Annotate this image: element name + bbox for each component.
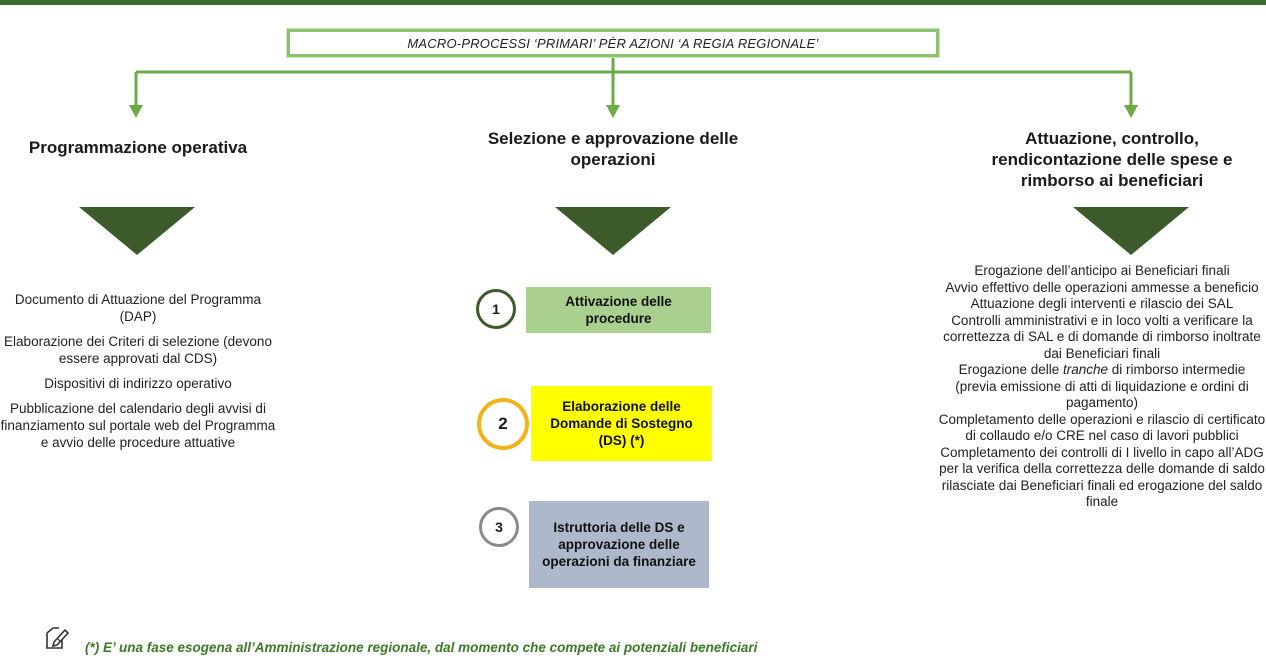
- step-2-number: 2: [477, 398, 529, 450]
- step-3-box: Istruttoria delle DS e approvazione dell…: [529, 501, 709, 588]
- footnote: (*) E’ una fase esogena all’Amministrazi…: [85, 640, 758, 655]
- list-item: Pubblicazione del calendario degli avvis…: [0, 401, 276, 450]
- list-item: Completamento delle operazioni e rilasci…: [938, 411, 1266, 444]
- list-item: Dispositivi di indirizzo operativo: [44, 376, 232, 391]
- arrow-down-icon: [606, 105, 620, 118]
- step-1-number: 1: [476, 289, 516, 329]
- triangle-marker: [79, 207, 195, 255]
- heading-programmazione: Programmazione operativa: [28, 138, 248, 157]
- connector-lines: [129, 57, 1138, 118]
- list-item: Documento di Attuazione del Programma (D…: [14, 292, 262, 324]
- triangle-marker: [1073, 207, 1189, 255]
- note-pencil-icon: [46, 627, 70, 649]
- top-rule: [0, 0, 1266, 5]
- step-2-box: Elaborazione delle Domande di Sostegno (…: [531, 386, 712, 461]
- right-items: Erogazione dell’anticipo ai Beneficiari …: [938, 263, 1266, 511]
- arrow-down-icon: [129, 105, 143, 118]
- list-item: Controlli amministrativi e in loco volti…: [943, 312, 1261, 361]
- list-item: Avvio effettivo delle operazioni ammesse…: [945, 279, 1259, 295]
- left-items: Documento di Attuazione del Programma (D…: [0, 291, 276, 459]
- triangle-marker: [555, 207, 671, 255]
- list-item-text: Erogazione delle: [958, 362, 1063, 377]
- list-item: Elaborazione dei Criteri di selezione (d…: [4, 334, 272, 366]
- list-item: Erogazione dell’anticipo ai Beneficiari …: [974, 263, 1230, 278]
- list-item: Completamento dei controlli di I livello…: [939, 444, 1265, 510]
- list-item-emphasis: tranche: [1062, 362, 1109, 377]
- step-3-number: 3: [479, 507, 519, 547]
- diagram-title: MACRO-PROCESSI ‘PRIMARI’ PÈR AZIONI ‘A R…: [287, 29, 939, 57]
- step-1-box: Attivazione delle procedure: [526, 287, 711, 333]
- list-item: Attuazione degli interventi e rilascio d…: [970, 296, 1234, 311]
- list-item: Erogazione delle tranche di rimborso int…: [938, 362, 1266, 412]
- heading-selezione: Selezione e approvazione delle operazion…: [487, 129, 739, 169]
- heading-attuazione: Attuazione, controllo, rendicontazione d…: [991, 129, 1233, 190]
- list-item-text: di rimborso intermedie (previa emissione…: [955, 362, 1249, 410]
- arrow-down-icon: [1124, 105, 1138, 118]
